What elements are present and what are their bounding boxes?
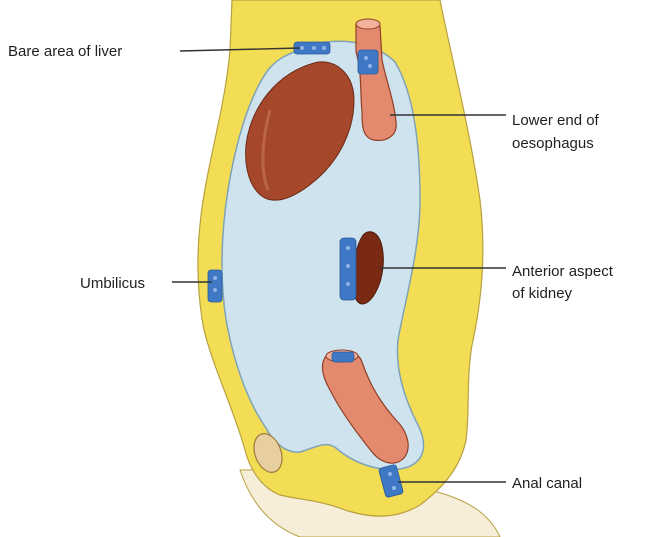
label-lower-end-of-oesophagus-line1: Lower end of [512, 112, 600, 129]
label-bare-area-of-liver: Bare area of liver [8, 43, 122, 60]
label-umbilicus: Umbilicus [80, 275, 145, 292]
anastomosis-rectum [332, 352, 354, 362]
label-anterior-aspect-of-kidney-line1: Anterior aspect [512, 263, 614, 280]
label-anal-canal: Anal canal [512, 475, 582, 492]
anastomosis-kidney [340, 238, 356, 300]
label-anterior-aspect-of-kidney-line2: of kidney [512, 285, 573, 302]
label-lower-end-of-oesophagus-line2: oesophagus [512, 135, 594, 152]
anastomosis-oesophagus [358, 50, 378, 74]
anastomosis-umbilicus [208, 270, 222, 302]
